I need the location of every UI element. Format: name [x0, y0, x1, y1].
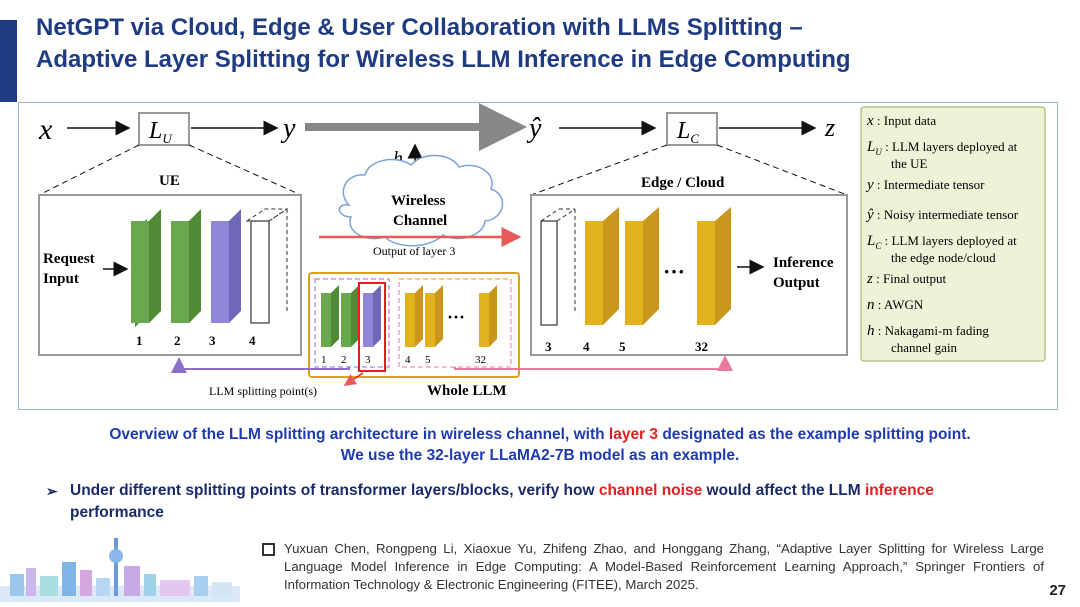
whole-layer-4-side — [415, 285, 423, 347]
top-yhat-symbol: ŷ — [526, 113, 542, 144]
legend-item-5: z : Final output — [866, 271, 947, 287]
title-line-1: NetGPT via Cloud, Edge & User Collaborat… — [36, 12, 1066, 44]
caption-highlight: layer 3 — [609, 426, 658, 443]
whole-layer-2-face — [341, 293, 351, 347]
edge-layer-label-3: 3 — [545, 339, 552, 354]
wireless-label-2: Channel — [393, 213, 447, 229]
ue-layer-3-side — [229, 209, 241, 323]
edge-output-line2: Output — [773, 275, 820, 291]
caption-text-a: Overview of the LLM splitting architectu… — [109, 426, 609, 443]
top-x-symbol: x — [38, 113, 53, 146]
figure-caption: Overview of the LLM splitting architectu… — [0, 424, 1080, 466]
whole-ellipsis: ··· — [447, 307, 465, 327]
ue-layer-1-side — [149, 209, 161, 323]
legend-item-3: ŷ : Noisy intermediate tensor — [865, 207, 1019, 223]
whole-layer-5-face — [425, 293, 435, 347]
whole-layer-label-32: 32 — [475, 354, 486, 366]
splitting-point-label: LLM splitting point(s) — [209, 384, 317, 398]
legend-item-6: n : AWGN — [867, 297, 924, 313]
bullet-highlight-2: inference — [865, 482, 934, 499]
edge-output-line1: Inference — [773, 255, 834, 271]
edge-layer-5-side — [643, 207, 659, 325]
architecture-diagram-svg: x LU y ŷ LC z h n UE Request Input 1 2 3… — [19, 103, 1059, 411]
edge-title: Edge / Cloud — [641, 175, 725, 191]
whole-layer-label-5: 5 — [425, 354, 431, 366]
edge-layer-32-side — [715, 207, 731, 325]
bullet-text-a: Under different splitting points of tran… — [70, 482, 599, 499]
wireless-label-1: Wireless — [391, 193, 446, 209]
ue-layer-3-face — [211, 221, 229, 323]
title-line-2: Adaptive Layer Splitting for Wireless LL… — [36, 44, 1066, 76]
edge-ellipsis: ··· — [663, 259, 685, 284]
edge-layer-4-face — [585, 221, 603, 325]
whole-layer-32-face — [479, 293, 489, 347]
ue-layer-label-4: 4 — [249, 333, 256, 348]
ue-projection-left — [39, 145, 139, 195]
title-accent-bar — [0, 20, 17, 102]
output-of-layer-label: Output of layer 3 — [373, 244, 455, 258]
ue-layer-label-2: 2 — [174, 333, 181, 348]
legend-item-7-line2: channel gain — [891, 340, 958, 355]
edge-layer-3-face — [541, 221, 557, 325]
bullet-text-b: would affect the LLM — [702, 482, 865, 499]
page-number: 27 — [1049, 582, 1066, 599]
whole-layer-1-side — [331, 285, 339, 347]
whole-layer-label-3: 3 — [365, 354, 371, 366]
caption-line-1: Overview of the LLM splitting architectu… — [0, 424, 1080, 445]
whole-llm-label: Whole LLM — [427, 383, 507, 399]
ue-input-line2: Input — [43, 271, 79, 287]
top-z-symbol: z — [824, 113, 835, 142]
legend-item-0: x : Input data — [866, 113, 936, 129]
legend-item-4-line2: the edge node/cloud — [891, 250, 996, 265]
edge-layer-label-32: 32 — [695, 339, 708, 354]
whole-layer-32-side — [489, 285, 497, 347]
bullet-text: Under different splitting points of tran… — [70, 480, 1020, 524]
ue-layer-1-face — [131, 221, 149, 323]
ue-projection-right — [189, 145, 301, 195]
edge-projection-right — [717, 145, 847, 195]
splitting-point-arrow — [345, 373, 363, 385]
edge-layer-label-5: 5 — [619, 339, 626, 354]
square-bullet-icon — [262, 543, 275, 556]
whole-layer-label-2: 2 — [341, 354, 347, 366]
architecture-diagram: x LU y ŷ LC z h n UE Request Input 1 2 3… — [18, 102, 1058, 410]
ue-layer-2-face — [171, 221, 189, 323]
whole-layer-3-face — [363, 293, 373, 347]
whole-layer-1-face — [321, 293, 331, 347]
edge-mapping-arrow — [455, 357, 725, 369]
whole-layer-label-4: 4 — [405, 354, 411, 366]
edge-layer-32-face — [697, 221, 715, 325]
whole-layer-2-side — [351, 285, 359, 347]
caption-text-b: designated as the example splitting poin… — [658, 426, 971, 443]
ue-layer-4-face — [251, 221, 269, 323]
whole-layer-label-1: 1 — [321, 354, 327, 366]
whole-layer-5-side — [435, 285, 443, 347]
edge-layer-4-side — [603, 207, 619, 325]
city-skyline-logo — [0, 530, 240, 602]
bullet-highlight-1: channel noise — [599, 482, 702, 499]
ue-layer-label-1: 1 — [136, 333, 143, 348]
bullet-text-c: performance — [70, 504, 164, 521]
arrow-bullet-icon: ➢ — [46, 480, 58, 502]
whole-layer-3-side — [373, 285, 381, 347]
legend-item-2: y : Intermediate tensor — [865, 177, 985, 193]
ue-layer-2-side — [189, 209, 201, 323]
slide-title: NetGPT via Cloud, Edge & User Collaborat… — [36, 12, 1066, 76]
whole-layer-4-face — [405, 293, 415, 347]
ue-input-line1: Request — [43, 251, 95, 267]
legend-item-7: h : Nakagami-m fading — [867, 323, 989, 339]
caption-line-2: We use the 32-layer LLaMA2-7B model as a… — [0, 445, 1080, 466]
ue-title: UE — [159, 173, 180, 189]
reference-text: Yuxuan Chen, Rongpeng Li, Xiaoxue Yu, Zh… — [284, 540, 1044, 594]
ue-layer-label-3: 3 — [209, 333, 216, 348]
top-y-symbol: y — [280, 113, 296, 144]
edge-layer-label-4: 4 — [583, 339, 590, 354]
legend-item-1-line2: the UE — [891, 156, 928, 171]
edge-layer-5-face — [625, 221, 643, 325]
